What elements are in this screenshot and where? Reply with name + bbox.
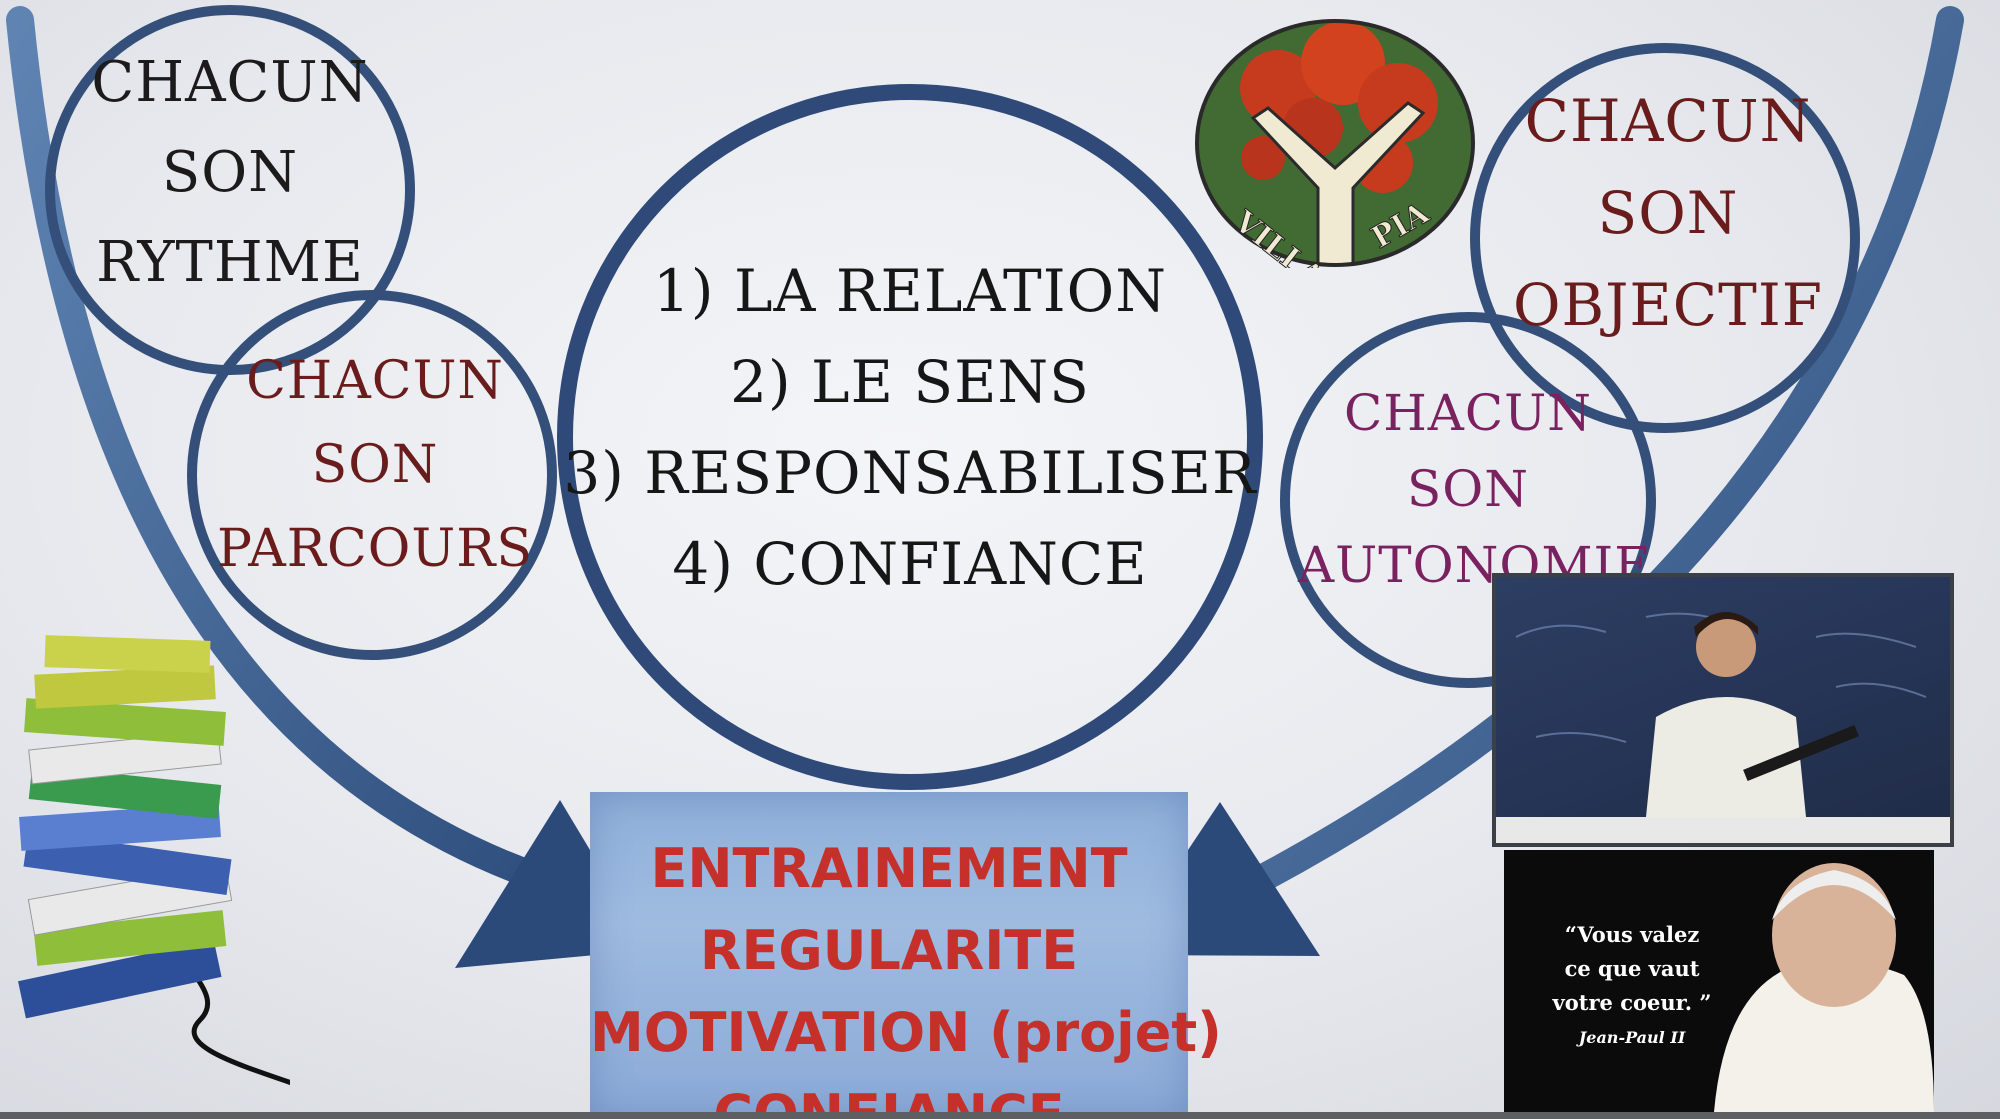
keyword-2: REGULARITE <box>699 919 1079 982</box>
quote-text: “Vous valez ce que vaut votre coeur. ” <box>1522 918 1742 1020</box>
quote-author: Jean-Paul II <box>1578 1028 1686 1047</box>
right-arc-arrow <box>1236 6 1964 899</box>
parcours-circle-text: CHACUN SON PARCOURS <box>205 355 545 607</box>
keyword-1: ENTRAINEMENT <box>650 837 1128 900</box>
autonomie-line-1: CHACUN <box>1343 384 1593 442</box>
center-circle <box>557 84 1263 790</box>
quote-line-1: “Vous valez <box>1564 922 1700 947</box>
principle-2: 2) LE SENS <box>730 348 1090 416</box>
objectif-line-1: CHACUN <box>1524 87 1812 155</box>
autonomie-line-2: SON <box>1407 460 1529 518</box>
objectif-line-2: SON <box>1597 179 1739 247</box>
villa-pia-logo: VILLA PIA <box>1195 19 1475 268</box>
principle-4: 4) CONFIANCE <box>672 530 1148 598</box>
parcours-line-2: SON <box>311 435 439 495</box>
rythme-circle-text: CHACUN SON RYTHME <box>40 55 420 325</box>
objectif-circle <box>1470 43 1860 433</box>
autonomie-circle <box>1280 312 1656 688</box>
parcours-line-1: CHACUN <box>246 351 504 411</box>
quote-line-3: votre coeur. ” <box>1552 990 1712 1015</box>
quote-line-2: ce que vaut <box>1564 956 1700 981</box>
book-stack-illustration <box>18 635 290 1086</box>
objectif-circle-text: CHACUN SON OBJECTIF <box>1478 92 1858 368</box>
principle-1: 1) LA RELATION <box>653 257 1167 325</box>
keywords-box: ENTRAINEMENT REGULARITE MOTIVATION (proj… <box>590 792 1222 1112</box>
rythme-line-3: RYTHME <box>96 230 364 295</box>
quote-box: “Vous valez ce que vaut votre coeur. ” J… <box>1504 850 1934 1112</box>
teacher-photo <box>1492 573 1954 847</box>
parcours-circle <box>187 290 557 660</box>
rythme-line-2: SON <box>161 140 299 205</box>
parcours-line-3: PARCOURS <box>217 519 533 579</box>
center-principles-list: 1) LA RELATION 2) LE SENS 3) RESPONSABIL… <box>560 262 1260 626</box>
objectif-line-3: OBJECTIF <box>1513 271 1823 339</box>
principle-3: 3) RESPONSABILISER <box>563 439 1257 507</box>
keyword-4: CONFIANCE <box>590 1074 1188 1112</box>
rythme-line-1: CHACUN <box>91 50 369 115</box>
keyword-3: MOTIVATION (projet) <box>590 1001 1222 1064</box>
